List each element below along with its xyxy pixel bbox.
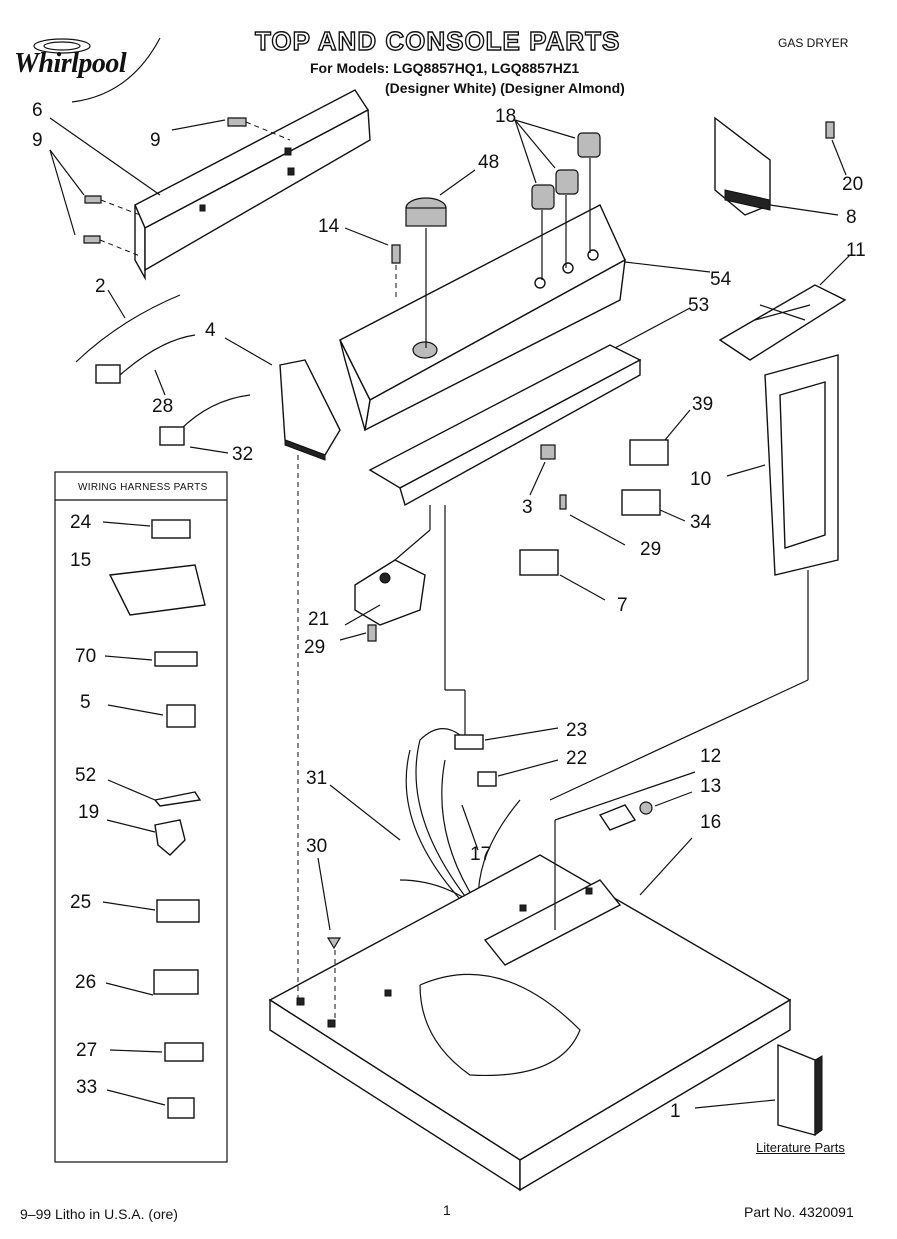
part-label: 1 [670,1101,681,1122]
part-label: 7 [617,595,628,616]
part-label: 29 [304,637,325,658]
page-number: 1 [443,1202,451,1218]
part-label: 32 [232,444,253,465]
part-label: 31 [306,768,327,789]
knob-part [405,132,601,227]
part-label: 3 [522,497,533,518]
screw-part [559,494,567,510]
part-label: 52 [75,765,96,786]
timer-part [354,559,426,626]
part-label: 12 [700,746,721,767]
part-label: 20 [842,174,863,195]
wiring-harness-parts-box [54,471,228,1163]
screw-part [391,244,401,264]
harness-box-title: WIRING HARNESS PARTS [78,482,208,493]
bracket-part [714,116,771,216]
part-label: 11 [846,240,866,261]
console-trim-part [368,344,642,507]
part-label: 48 [478,152,499,173]
part-number-labels: 6 9 9 2 4 28 32 14 48 18 54 53 20 8 11 3… [32,100,866,1122]
part-label: 13 [700,776,721,797]
console-top-part [339,204,626,432]
back-panel-part [134,89,371,281]
part-label: 26 [75,972,96,993]
part-label: 5 [80,692,91,713]
switch-part [519,439,669,576]
cover-panel-part [718,284,847,361]
end-cap-part [279,359,341,461]
footer-litho: 9–99 Litho in U.S.A. (ore) [20,1206,178,1222]
part-label: 23 [566,720,587,741]
leader-lines [49,117,851,1109]
clip-part [598,801,653,831]
part-label: 9 [150,130,161,151]
part-label: 8 [846,207,857,228]
models-line: For Models: LGQ8857HQ1, LGQ8857HZ1 [310,60,580,76]
part-label: 54 [710,269,732,290]
part-label: 10 [690,469,711,490]
part-label: 17 [470,844,491,865]
part-label: 33 [76,1077,97,1098]
part-label: 2 [95,276,106,297]
part-label: 27 [76,1040,97,1061]
screw-part [825,121,835,139]
part-label: 18 [495,106,516,127]
literature-booklet-icon [777,1043,823,1136]
designer-line: (Designer White) (Designer Almond) [385,80,625,96]
part-label: 4 [205,320,216,341]
page-title: TOP AND CONSOLE PARTS [254,25,621,56]
part-label: 24 [70,512,92,533]
part-label: 19 [78,802,99,823]
screw-part [367,624,377,642]
part-label: 22 [566,748,587,769]
console-frame-part [764,354,839,576]
top-panel-part [268,854,792,1192]
part-label: 70 [75,646,96,667]
wire-harness-part [75,294,251,446]
whirlpool-swoosh-icon [33,37,161,103]
literature-parts-label: Literature Parts [756,1140,845,1155]
part-label: 34 [690,512,712,533]
clip-part [326,937,342,950]
part-label: 53 [688,295,709,316]
connector-part [108,519,206,1119]
part-label: 39 [692,394,713,415]
part-label: 16 [700,812,721,833]
part-number-footer: Part No. 4320091 [744,1204,854,1220]
part-label: 9 [32,130,43,151]
part-label: 30 [306,836,327,857]
part-label: 6 [32,100,43,121]
part-label: 28 [152,396,173,417]
part-label: 21 [308,609,329,630]
part-label: 14 [318,216,340,237]
part-label: 25 [70,892,91,913]
doc-type: GAS DRYER [778,36,849,50]
part-label: 15 [70,550,91,571]
part-label: 29 [640,539,661,560]
screw-part [83,117,247,244]
